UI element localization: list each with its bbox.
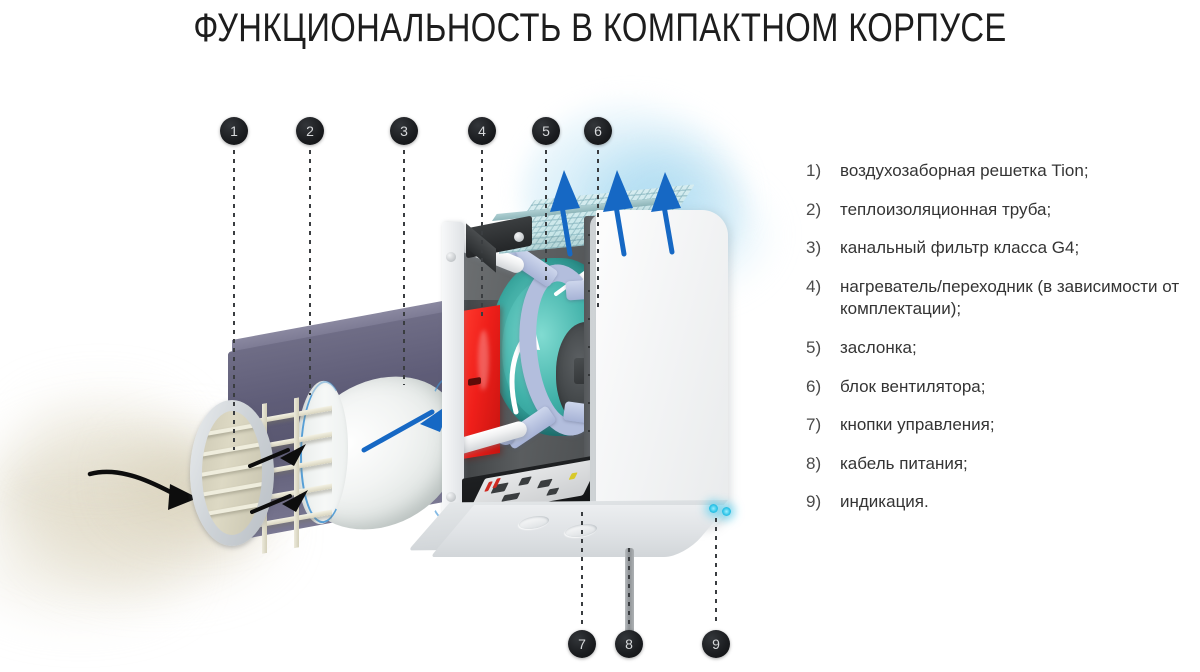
outflow-arrow bbox=[550, 170, 580, 257]
callout-leader-3 bbox=[403, 150, 405, 385]
legend-item-number: 5) bbox=[806, 338, 822, 358]
screw bbox=[514, 232, 524, 242]
callout-badge-9[interactable]: 9 bbox=[702, 630, 730, 658]
callout-badge-4[interactable]: 4 bbox=[468, 117, 496, 145]
screw bbox=[446, 252, 456, 262]
screw bbox=[446, 492, 456, 502]
legend-item-text: нагреватель/переходник (в зависимости от… bbox=[840, 276, 1180, 319]
legend-item-text: заслонка; bbox=[840, 338, 917, 358]
intake-grille-louvers bbox=[202, 411, 262, 535]
legend-item: 5) заслонка; bbox=[806, 337, 1196, 360]
outflow-arrow bbox=[651, 172, 681, 255]
grille-airflow-arrow bbox=[248, 444, 306, 468]
legend-item-number: 4) bbox=[806, 276, 822, 296]
callout-leader-1 bbox=[233, 150, 235, 450]
legend-item-text: блок вентилятора; bbox=[840, 376, 986, 396]
legend-item: 1) воздухозаборная решетка Tion; bbox=[806, 160, 1196, 183]
legend-item: 6) блок вентилятора; bbox=[806, 376, 1196, 399]
legend-item: 7) кнопки управления; bbox=[806, 414, 1196, 437]
outflow-arrow bbox=[603, 170, 633, 257]
grille-airflow-arrow bbox=[250, 490, 308, 514]
callout-badge-7[interactable]: 7 bbox=[568, 630, 596, 658]
callout-badge-1[interactable]: 1 bbox=[220, 117, 248, 145]
legend-list: 1) воздухозаборная решетка Tion; 2) теплоиз… bbox=[806, 160, 1196, 530]
legend-item-number: 9) bbox=[806, 492, 822, 512]
legend-item-number: 6) bbox=[806, 376, 822, 396]
legend-item-number: 7) bbox=[806, 415, 822, 435]
housing-front-panel bbox=[596, 210, 728, 528]
callout-leader-7 bbox=[581, 512, 583, 624]
indicator-led bbox=[709, 504, 718, 513]
callout-badge-8[interactable]: 8 bbox=[615, 630, 643, 658]
legend-item-text: индикация. bbox=[840, 492, 929, 512]
legend-item-text: канальный фильтр класса G4; bbox=[840, 238, 1080, 258]
legend-item: 4) нагреватель/переходник (в зависимости … bbox=[806, 276, 1196, 321]
callout-leader-8 bbox=[628, 548, 630, 628]
callout-leader-6 bbox=[597, 150, 599, 310]
callout-badge-5[interactable]: 5 bbox=[532, 117, 560, 145]
legend-item-number: 3) bbox=[806, 238, 822, 258]
internal-airflow-arrow bbox=[509, 318, 540, 415]
legend-item-number: 8) bbox=[806, 453, 822, 473]
legend-item-text: кабель питания; bbox=[840, 453, 968, 473]
page-title: ФУНКЦИОНАЛЬНОСТЬ В КОМПАКТНОМ КОРПУСЕ bbox=[193, 6, 1007, 50]
callout-leader-4 bbox=[481, 150, 483, 320]
legend-item-text: теплоизоляционная труба; bbox=[840, 199, 1052, 219]
legend-item: 9) индикация. bbox=[806, 491, 1196, 514]
dust-haze bbox=[20, 400, 180, 470]
callout-badge-2[interactable]: 2 bbox=[296, 117, 324, 145]
legend-item: 2) теплоизоляционная труба; bbox=[806, 199, 1196, 222]
legend-item-number: 1) bbox=[806, 161, 822, 180]
legend-item: 8) кабель питания; bbox=[806, 453, 1196, 476]
legend-item: 3) канальный фильтр класса G4; bbox=[806, 237, 1196, 260]
legend-item-text: кнопки управления; bbox=[840, 415, 995, 435]
indicator-led bbox=[722, 507, 731, 516]
callout-leader-9 bbox=[715, 518, 717, 624]
mounting-frame bbox=[442, 222, 464, 522]
intake-airflow-arrow bbox=[87, 469, 198, 510]
callout-badge-6[interactable]: 6 bbox=[584, 117, 612, 145]
dust-haze bbox=[0, 520, 180, 610]
legend-item-number: 2) bbox=[806, 199, 822, 219]
callout-leader-5 bbox=[545, 150, 547, 284]
callout-badge-3[interactable]: 3 bbox=[390, 117, 418, 145]
callout-leader-2 bbox=[309, 150, 311, 395]
legend-item-text: воздухозаборная решетка Tion; bbox=[840, 161, 1089, 180]
